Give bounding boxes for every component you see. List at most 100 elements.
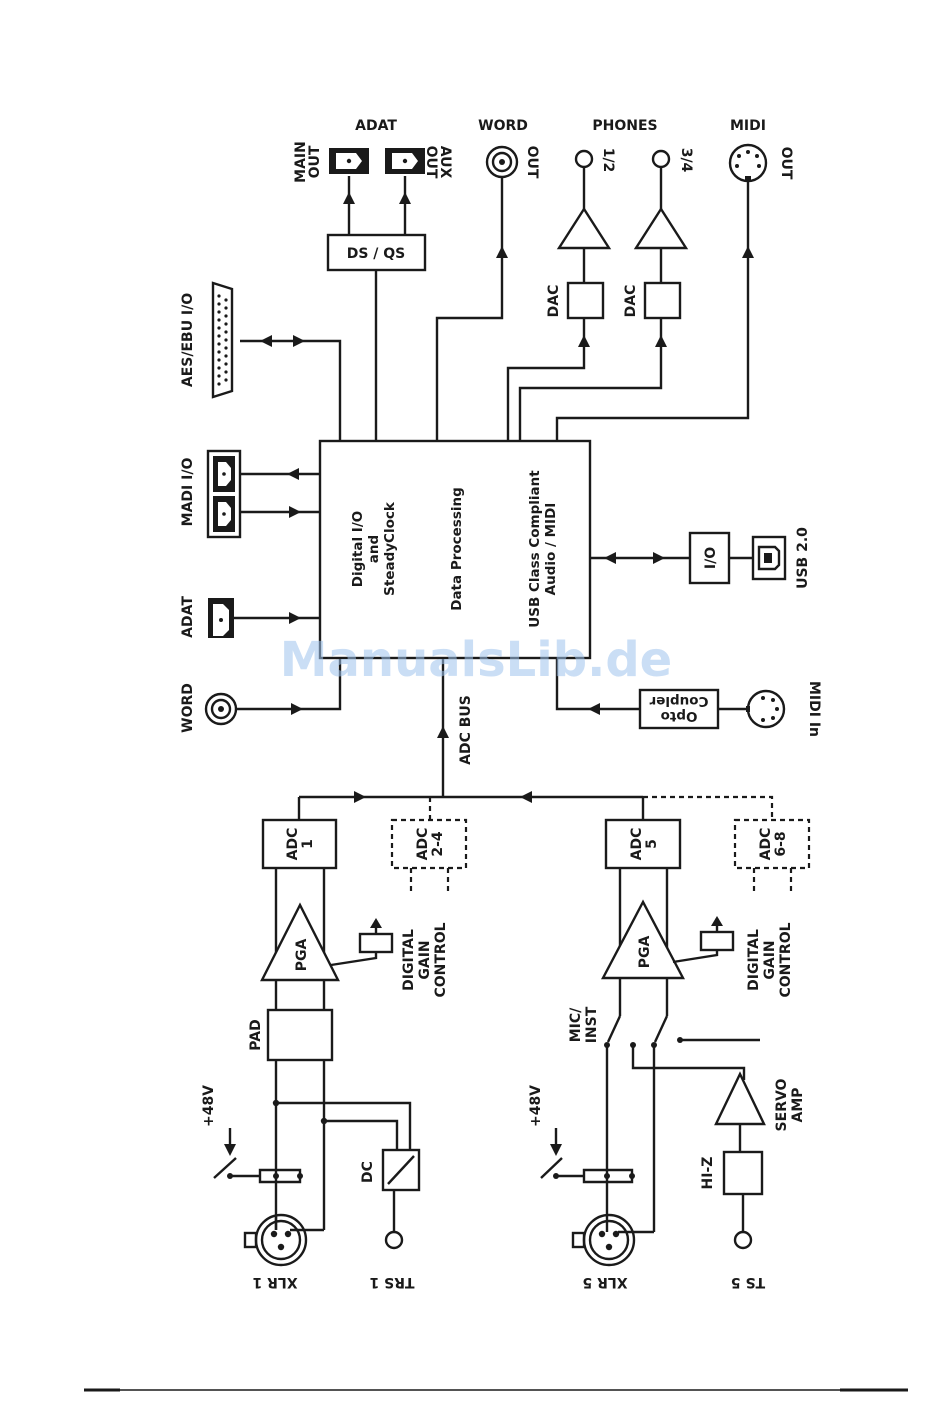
core-digital-io-label: Digital I/O and SteadyClock	[350, 501, 398, 596]
pga-1-label: PGA	[294, 939, 310, 972]
svg-text:GAIN: GAIN	[417, 940, 433, 979]
svg-text:Audio / MIDI: Audio / MIDI	[543, 503, 559, 596]
svg-text:and: and	[366, 535, 382, 563]
midi-out-din-icon	[728, 143, 768, 183]
adat-out-title: ADAT	[355, 118, 397, 134]
midi-in-label: MIDI In	[806, 681, 822, 737]
phones-title: PHONES	[592, 118, 657, 134]
svg-text:ADC: ADC	[758, 828, 774, 861]
phones-34-amp	[633, 206, 689, 250]
phones-12-label: 1/2	[600, 148, 616, 173]
adc-bus-label: ADC BUS	[458, 695, 474, 765]
adc-5-label: ADC 5	[629, 828, 660, 861]
word-in-bnc-icon	[204, 692, 238, 726]
phantom-1-label: +48V	[201, 1085, 217, 1127]
hi-z-box	[722, 1150, 764, 1196]
midi-out-title: MIDI	[730, 118, 766, 134]
svg-text:5: 5	[644, 839, 660, 849]
adc-2-4-box	[390, 818, 468, 870]
adat-in-connector-icon	[208, 598, 234, 638]
svg-text:DIGITAL: DIGITAL	[746, 929, 762, 991]
adat-main-out-connector-icon	[329, 148, 369, 174]
svg-text:MIC/: MIC/	[568, 1007, 584, 1042]
svg-text:ADC: ADC	[415, 828, 431, 861]
adc-2-4-label: ADC 2-4	[415, 828, 446, 861]
aux-out-label: AUX OUT	[423, 146, 453, 179]
phones-34-jack-icon	[651, 149, 671, 169]
adat-aux-out-connector-icon	[385, 148, 425, 174]
data-processing-label: Data Processing	[449, 487, 465, 611]
usb-b-connector-icon	[751, 535, 787, 581]
svg-text:2-4: 2-4	[430, 831, 446, 857]
word-out-bnc-icon	[485, 145, 519, 179]
svg-text:ADC: ADC	[285, 828, 301, 861]
dac-2-box	[643, 281, 682, 320]
servo-amp-label: SERVO AMP	[774, 1078, 806, 1131]
word-out-label: OUT	[524, 146, 540, 179]
digital-gain-control-5-label: DIGITAL GAIN CONTROL	[746, 922, 794, 997]
svg-text:ADC: ADC	[629, 828, 645, 861]
xlr-1-connector-icon	[243, 1213, 308, 1267]
ds-qs-label: DS / QS	[347, 246, 406, 262]
xlr-5-label: XLR 5	[582, 1274, 627, 1290]
word-out-title: WORD	[478, 118, 528, 134]
adc-1-box	[261, 818, 338, 870]
ts-5-jack-icon	[733, 1230, 753, 1250]
opto-coupler-box	[638, 688, 720, 730]
pga-5-amp	[601, 899, 685, 980]
servo-amp	[714, 1071, 766, 1126]
dac-2-label: DAC	[623, 285, 639, 318]
pad-box	[266, 1008, 334, 1062]
svg-text:CONTROL: CONTROL	[433, 922, 449, 997]
svg-text:SteadyClock: SteadyClock	[382, 501, 398, 596]
midi-in-din-icon	[746, 689, 786, 729]
aes-ebu-label: AES/EBU I/O	[180, 293, 196, 387]
svg-text:1: 1	[300, 839, 316, 849]
phones-34-label: 3/4	[678, 148, 694, 173]
adc-6-8-box	[733, 818, 811, 870]
svg-text:GAIN: GAIN	[762, 940, 778, 979]
word-in-label: WORD	[180, 683, 196, 733]
svg-text:OUT: OUT	[307, 145, 323, 178]
svg-text:DIGITAL: DIGITAL	[401, 929, 417, 991]
svg-text:INST: INST	[584, 1006, 600, 1043]
xlr-5-connector-icon	[571, 1213, 636, 1267]
ts-5-label: TS 5	[731, 1274, 765, 1290]
digital-gain-control-1-label: DIGITAL GAIN CONTROL	[401, 922, 449, 997]
adat-in-label: ADAT	[180, 596, 196, 638]
svg-text:Coupler: Coupler	[649, 693, 708, 709]
aes-ebu-dsub-icon	[211, 281, 234, 399]
usb-io-box	[688, 531, 731, 585]
main-out-label: MAIN OUT	[293, 141, 323, 183]
watermark: ManualsLib.de	[280, 632, 672, 688]
dc-label: DC	[360, 1161, 376, 1183]
pga-1-amp	[260, 902, 340, 982]
midi-out-label: OUT	[778, 147, 794, 180]
svg-text:USB Class Compliant: USB Class Compliant	[527, 470, 543, 628]
madi-connector-icon	[206, 449, 242, 539]
mic-inst-label: MIC/ INST	[568, 1006, 600, 1043]
hi-z-label: HI-Z	[700, 1157, 716, 1190]
pga-5-label: PGA	[637, 936, 653, 969]
svg-text:MAIN: MAIN	[293, 141, 309, 183]
adc-1-label: ADC 1	[285, 828, 316, 861]
pad-label: PAD	[248, 1019, 264, 1050]
svg-text:OUT: OUT	[423, 146, 439, 179]
core-processor-box	[318, 439, 592, 660]
adc-6-8-label: ADC 6-8	[758, 828, 789, 861]
svg-text:6-8: 6-8	[773, 831, 789, 856]
phantom-5-label: +48V	[528, 1085, 544, 1127]
opto-coupler-label: Opto Coupler	[649, 693, 708, 724]
svg-text:Digital I/O: Digital I/O	[350, 511, 366, 587]
xlr-1-label: XLR 1	[252, 1274, 297, 1290]
adc-5-box	[604, 818, 682, 870]
svg-text:CONTROL: CONTROL	[778, 922, 794, 997]
dac-1-label: DAC	[546, 285, 562, 318]
svg-text:AMP: AMP	[790, 1087, 806, 1122]
trs-1-label: TRS 1	[369, 1274, 414, 1290]
trs-1-jack-icon	[384, 1230, 404, 1250]
usb-label: USB 2.0	[795, 527, 811, 589]
usb-io-label: I/O	[703, 547, 719, 569]
svg-text:Opto: Opto	[661, 708, 698, 724]
